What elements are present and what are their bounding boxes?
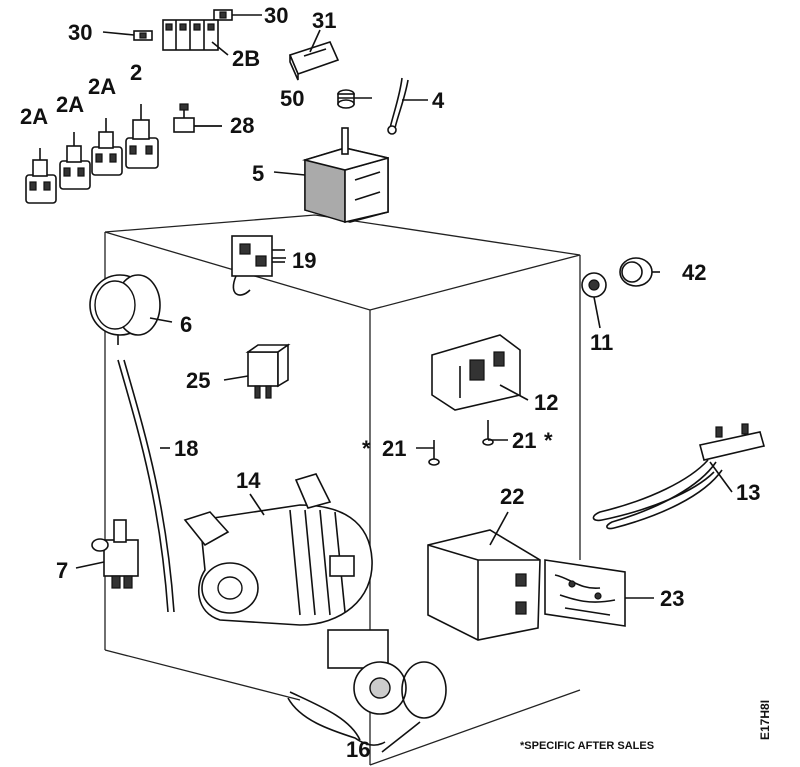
part-2b-switch-block <box>162 19 219 51</box>
label-16: 16 <box>346 737 370 762</box>
part-23-pcb <box>544 559 626 627</box>
label-42: 42 <box>682 260 706 285</box>
part-2a-switch-3 <box>91 118 123 176</box>
part-2a-switch-2 <box>59 132 91 190</box>
label-4: 4 <box>432 88 445 113</box>
label-28: 28 <box>230 113 254 138</box>
part-21-screw-left <box>428 440 440 466</box>
label-2b: 2B <box>232 46 260 71</box>
part-18-hose <box>117 359 175 613</box>
label-2: 2 <box>130 60 142 85</box>
part-19-door-interlock <box>231 235 285 296</box>
footnote: *SPECIFIC AFTER SALES <box>520 740 654 752</box>
asterisk-21-right: * <box>544 428 553 453</box>
part-21-screw-right <box>482 420 494 446</box>
label-50: 50 <box>280 86 304 111</box>
label-21-left: 21 <box>382 436 406 461</box>
part-13-heating-element <box>592 423 766 530</box>
label-18: 18 <box>174 436 198 461</box>
label-25: 25 <box>186 368 210 393</box>
label-12: 12 <box>534 390 558 415</box>
label-14: 14 <box>236 468 261 493</box>
label-19: 19 <box>292 248 316 273</box>
leader-lines <box>75 14 733 599</box>
part-12-door-lock <box>431 334 521 411</box>
label-30-left: 30 <box>68 20 92 45</box>
part-28-potentiometer <box>173 103 222 133</box>
part-25-relay <box>245 343 291 399</box>
part-30-connector-right <box>213 9 233 21</box>
label-5: 5 <box>252 161 264 186</box>
part-labels: 30 30 31 2B 2A 2A 2A 2 50 4 28 5 19 42 6… <box>20 3 772 762</box>
label-2a-3: 2A <box>88 74 116 99</box>
drawing-code: E17H8I <box>758 700 772 740</box>
part-30-connector-left <box>133 30 153 41</box>
asterisk-21-left: * <box>362 436 371 461</box>
label-11: 11 <box>590 330 613 355</box>
label-21-right: 21 <box>512 428 536 453</box>
part-4-wire <box>387 77 409 135</box>
label-2a-1: 2A <box>20 104 48 129</box>
label-22: 22 <box>500 484 524 509</box>
label-23: 23 <box>660 586 684 611</box>
part-2a-switch-1 <box>25 148 57 204</box>
label-31: 31 <box>312 8 336 33</box>
part-2-switch <box>125 104 159 169</box>
part-31-bracket <box>288 41 340 81</box>
part-22-control-board <box>427 529 541 641</box>
label-30-right: 30 <box>264 3 288 28</box>
label-6: 6 <box>180 312 192 337</box>
part-16-drain-pump <box>287 629 447 753</box>
part-42-knob <box>619 257 653 287</box>
part-7-inlet-valve <box>91 519 139 589</box>
part-50-cap <box>337 89 355 109</box>
part-14-motor <box>183 473 373 626</box>
part-5-timer <box>301 127 389 224</box>
label-13: 13 <box>736 480 760 505</box>
label-7: 7 <box>56 558 68 583</box>
label-2a-2: 2A <box>56 92 84 117</box>
part-6-pressure-switch <box>89 274 161 345</box>
part-11-ring <box>581 272 607 298</box>
